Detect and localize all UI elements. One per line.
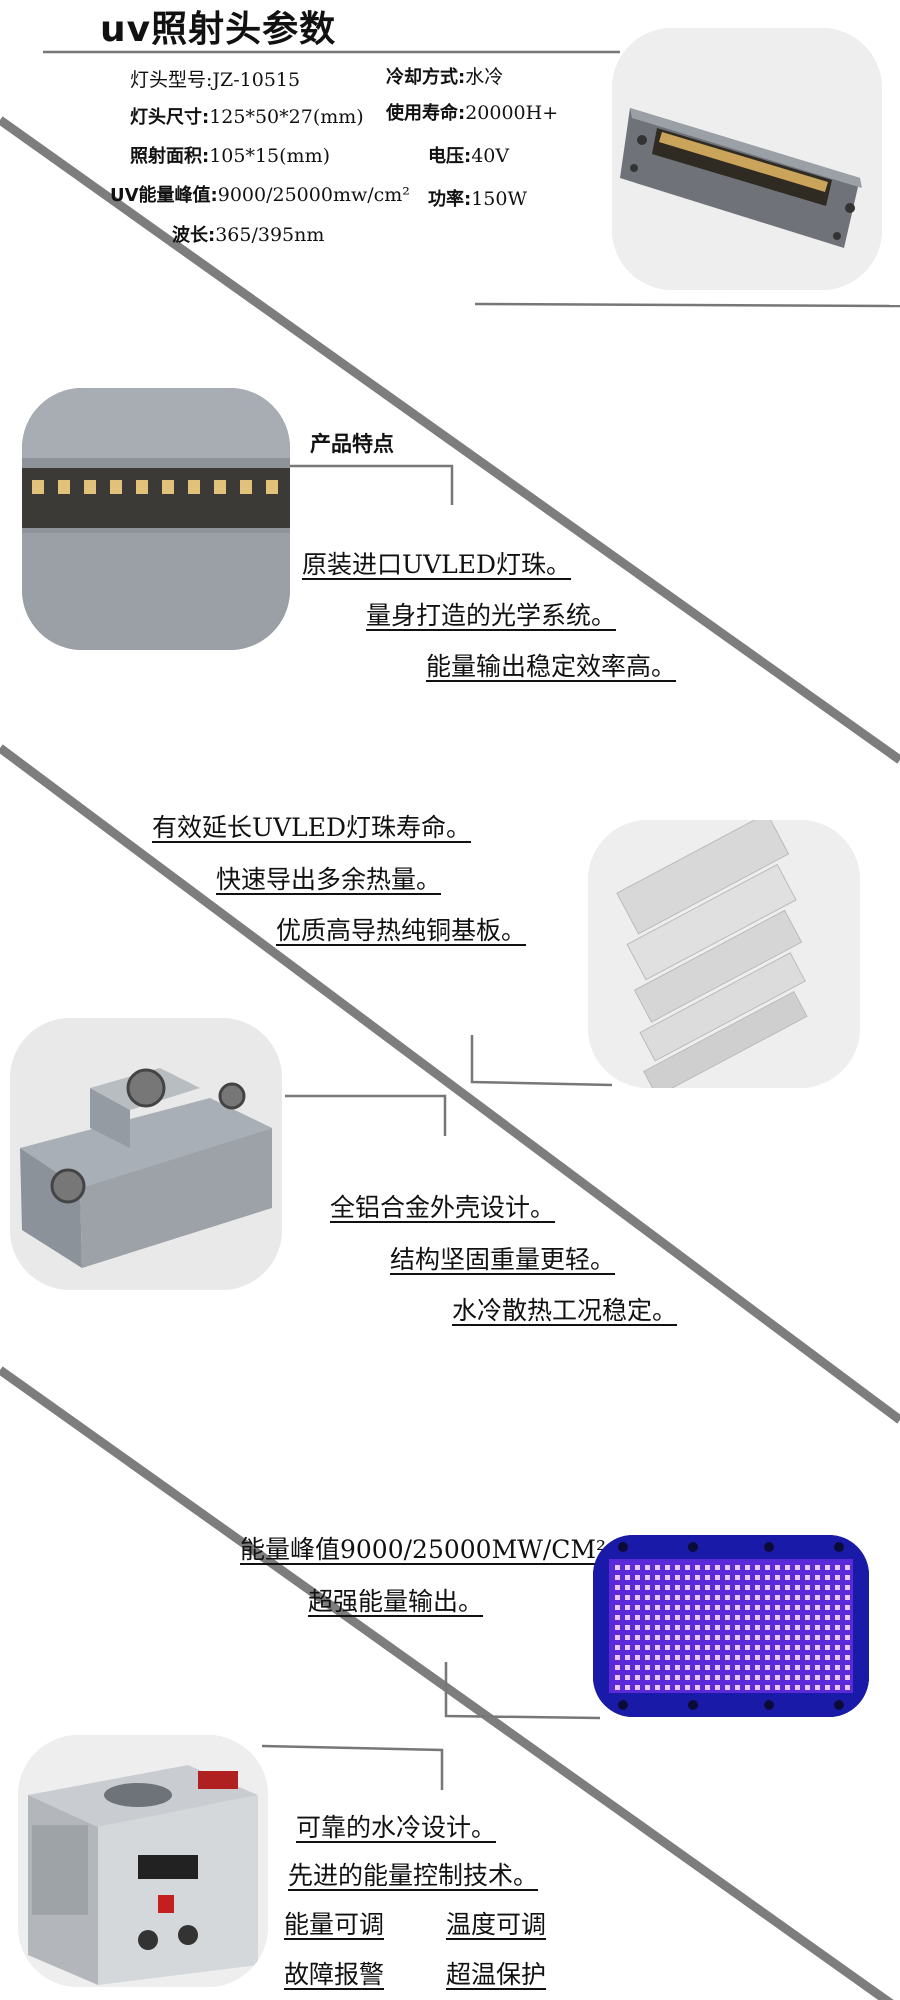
feature-line: 有效延长UVLED灯珠寿命。 <box>152 813 472 842</box>
spec-area: 照射面积:105*15(mm) <box>130 145 331 167</box>
spec-life: 使用寿命:20000H+ <box>386 102 559 124</box>
feature-line: 超强能量输出。 <box>308 1587 484 1616</box>
uv-led-panel-photo <box>593 1535 869 1717</box>
feature-line: 优质高导热纯铜基板。 <box>276 916 527 945</box>
spec-model: 灯头型号:JZ-10515 <box>130 69 301 91</box>
spec-cooling: 冷却方式:水冷 <box>386 66 504 88</box>
led-closeup-photo <box>22 388 290 650</box>
spec-peak: UV能量峰值:9000/25000mw/cm² <box>110 184 410 206</box>
feature-tag: 超温保护 <box>446 1960 547 1989</box>
feature-tag: 故障报警 <box>284 1960 385 1989</box>
page-title: uv照射头参数 <box>100 9 337 50</box>
copper-board-photo <box>588 820 860 1088</box>
feature-line: 能量输出稳定效率高。 <box>426 652 677 681</box>
water-chiller-photo <box>18 1735 268 1987</box>
feature-line: 量身打造的光学系统。 <box>366 601 617 630</box>
spec-voltage: 电压:40V <box>428 145 510 167</box>
spec-size: 灯头尺寸:125*50*27(mm) <box>130 106 364 128</box>
feature-line: 全铝合金外壳设计。 <box>330 1193 556 1222</box>
feature-line: 水冷散热工况稳定。 <box>452 1296 678 1325</box>
spec-wave: 波长:365/395nm <box>172 224 325 246</box>
feature-line: 结构坚固重量更轻。 <box>390 1245 616 1274</box>
feature-tag: 能量可调 <box>284 1910 385 1939</box>
feature-line: 能量峰值9000/25000MW/CM² <box>240 1535 607 1564</box>
lamp-head-photo <box>612 28 882 290</box>
feature-line: 可靠的水冷设计。 <box>296 1813 497 1842</box>
feature-line: 原装进口UVLED灯珠。 <box>302 550 572 579</box>
feature-tag: 温度可调 <box>446 1910 547 1939</box>
aluminum-housing-photo <box>10 1018 282 1290</box>
spec-power: 功率:150W <box>428 188 527 210</box>
features-heading: 产品特点 <box>310 432 394 456</box>
feature-line: 快速导出多余热量。 <box>216 865 442 894</box>
feature-line: 先进的能量控制技术。 <box>288 1861 539 1890</box>
